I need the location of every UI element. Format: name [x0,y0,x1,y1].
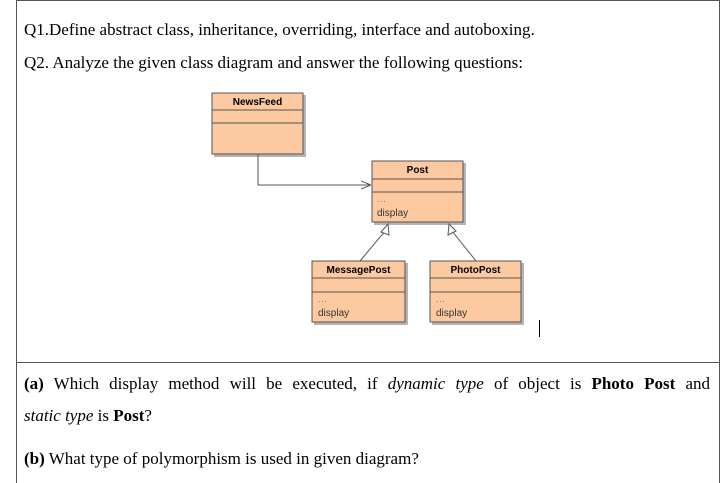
class-post: Post ... display [371,160,464,223]
subquestion-a-text: Which display method will be executed, i… [43,374,388,393]
inheritance-arrowhead-photopost [447,222,457,236]
class-newsfeed-name: NewsFeed [233,97,282,108]
subquestion-a-line-2: static type is Post? [24,400,152,432]
table-frame [16,0,720,483]
class-messagepost-attributes: ... [318,295,328,304]
question-1-number: Q1. [24,20,50,39]
subquestion-a-text: of object is [483,374,592,393]
class-post-name: Post [407,165,429,176]
class-photopost-name: PhotoPost [451,265,502,276]
subquestion-b-label: (b) [24,449,45,468]
subquestion-a-text: and [675,374,710,393]
post-term: Post [113,406,145,425]
association-arrow [257,154,371,185]
text-cursor [539,320,540,337]
section-divider [16,362,720,363]
top-border [16,0,720,1]
static-type-term: static type [24,406,94,425]
class-messagepost: MessagePost ... display [311,260,406,323]
question-1: Q1.Define abstract class, inheritance, o… [24,20,535,40]
question-2-number: Q2. [24,53,50,72]
class-photopost: PhotoPost ... display [429,260,522,323]
subquestion-b-text: What type of polymorphism is used in giv… [44,449,419,468]
class-photopost-method: display [436,308,467,319]
subquestion-a-label: (a) [24,374,44,393]
inheritance-line-photopost [451,230,477,262]
question-1-text: Define abstract class, inheritance, over… [49,20,535,39]
question-2-text: Analyze the given class diagram and answ… [49,53,524,72]
question-2: Q2. Analyze the given class diagram and … [24,53,523,73]
class-newsfeed: NewsFeed [211,92,304,155]
class-messagepost-method: display [318,308,349,319]
inheritance-line-messagepost [359,229,387,262]
inheritance-arrowhead-messagepost [380,222,390,236]
subquestion-a: (a) Which display method will be execute… [24,368,710,400]
subquestion-a-text: ? [144,406,152,425]
subquestion-a-text: is [93,406,114,425]
class-post-method: display [377,208,408,219]
class-post-attributes: ... [377,195,387,204]
subquestion-b: (b) What type of polymorphism is used in… [24,443,419,475]
dynamic-type-term: dynamic type [387,374,484,393]
photo-post-term: Photo Post [591,374,676,393]
class-photopost-attributes: ... [436,295,446,304]
class-messagepost-name: MessagePost [327,265,392,276]
class-diagram: NewsFeed Post ... display MessagePost ..… [211,92,524,325]
